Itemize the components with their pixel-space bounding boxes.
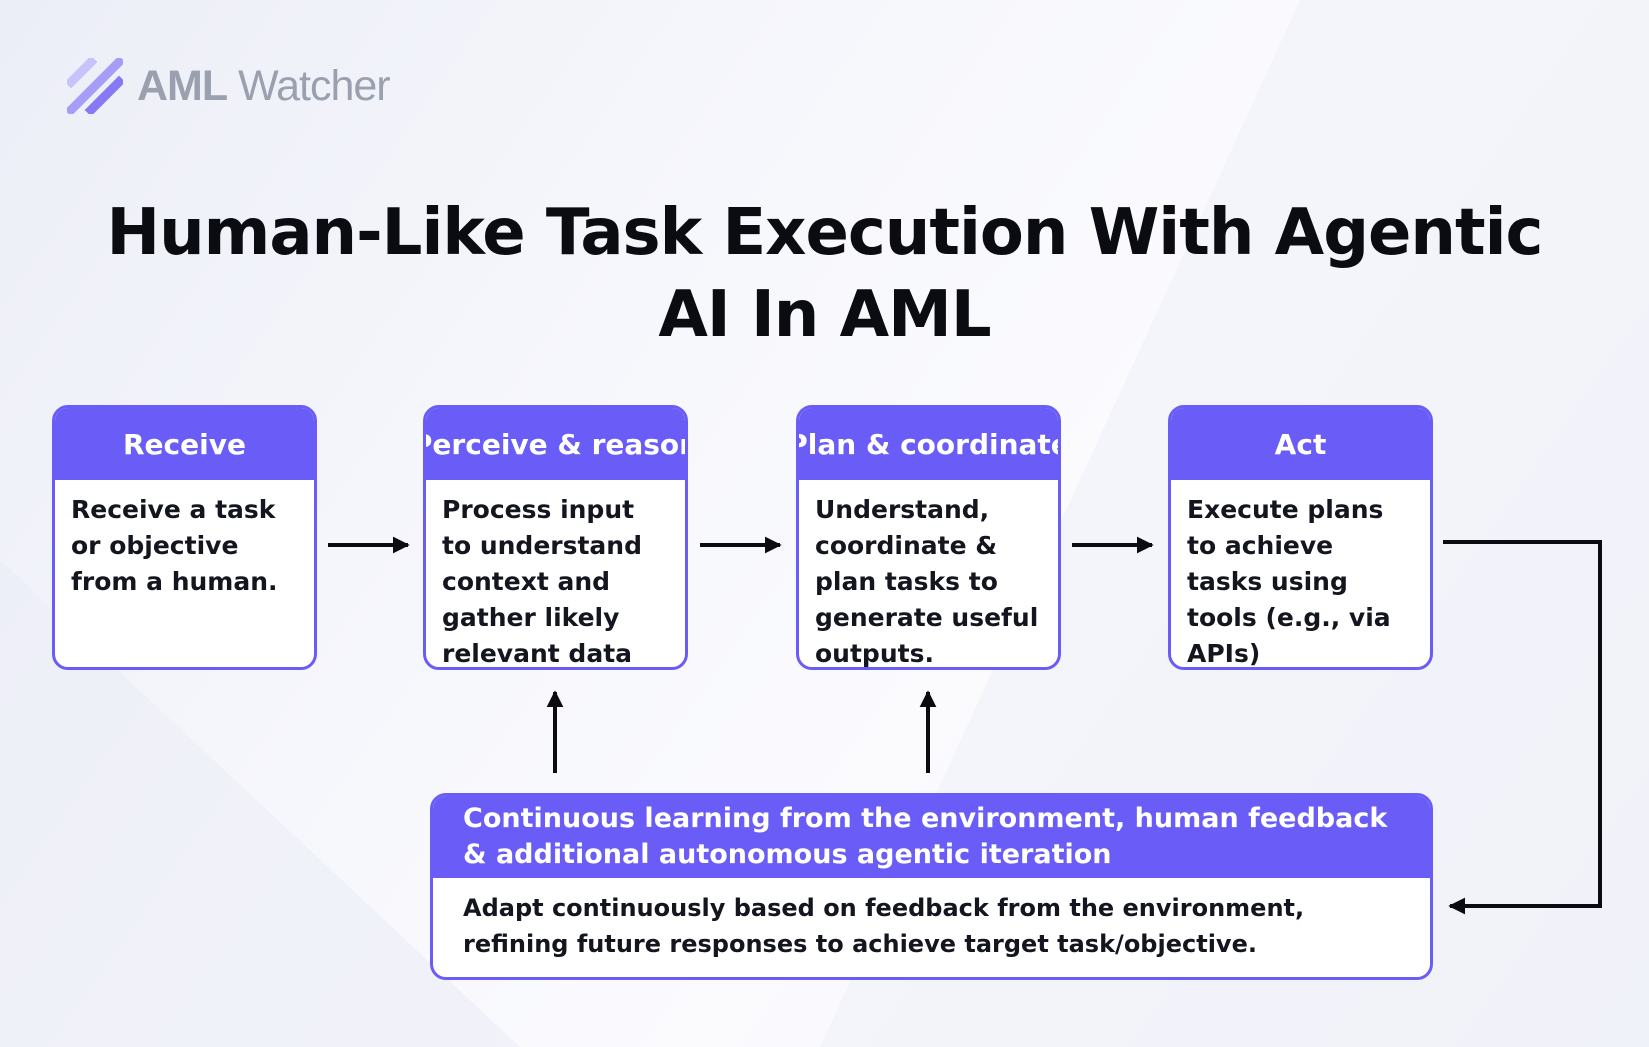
- brand-name-bold: AML: [137, 61, 228, 110]
- brand-name: AML Watcher: [137, 61, 391, 111]
- page-title-line-2: AI In AML: [658, 278, 991, 352]
- step-heading: Perceive & reason: [426, 408, 685, 480]
- page-title: Human-Like Task Execution With Agentic A…: [100, 192, 1549, 356]
- feedback-description: Adapt continuously based on feedback fro…: [463, 894, 1305, 958]
- aml-watcher-logo-icon: [67, 58, 123, 114]
- step-heading: Receive: [55, 408, 314, 480]
- brand-logo: AML Watcher: [67, 56, 391, 116]
- step-description: Understand, coordinate & plan tasks to g…: [815, 495, 1039, 668]
- step-description: Execute plans to achieve tasks using too…: [1187, 495, 1391, 668]
- arrow-act-to-feedback: [1443, 540, 1602, 915]
- feedback-heading: Continuous learning from the environment…: [433, 796, 1430, 878]
- step-card-act: Act Execute plans to achieve tasks using…: [1168, 405, 1433, 670]
- step-description: Process input to understand context and …: [442, 495, 642, 668]
- brand-name-light: Watcher: [227, 61, 391, 110]
- step-heading: Act: [1171, 408, 1430, 480]
- feedback-card-continuous-learning: Continuous learning from the environment…: [430, 793, 1433, 980]
- page-title-line-1: Human-Like Task Execution With Agentic: [106, 196, 1544, 270]
- step-card-perceive-reason: Perceive & reason Process input to under…: [423, 405, 688, 670]
- step-card-receive: Receive Receive a task or objective from…: [52, 405, 317, 670]
- step-card-plan-coordinate: Plan & coordinate Understand, coordinate…: [796, 405, 1061, 670]
- step-description: Receive a task or objective from a human…: [71, 495, 278, 596]
- step-heading: Plan & coordinate: [799, 408, 1058, 480]
